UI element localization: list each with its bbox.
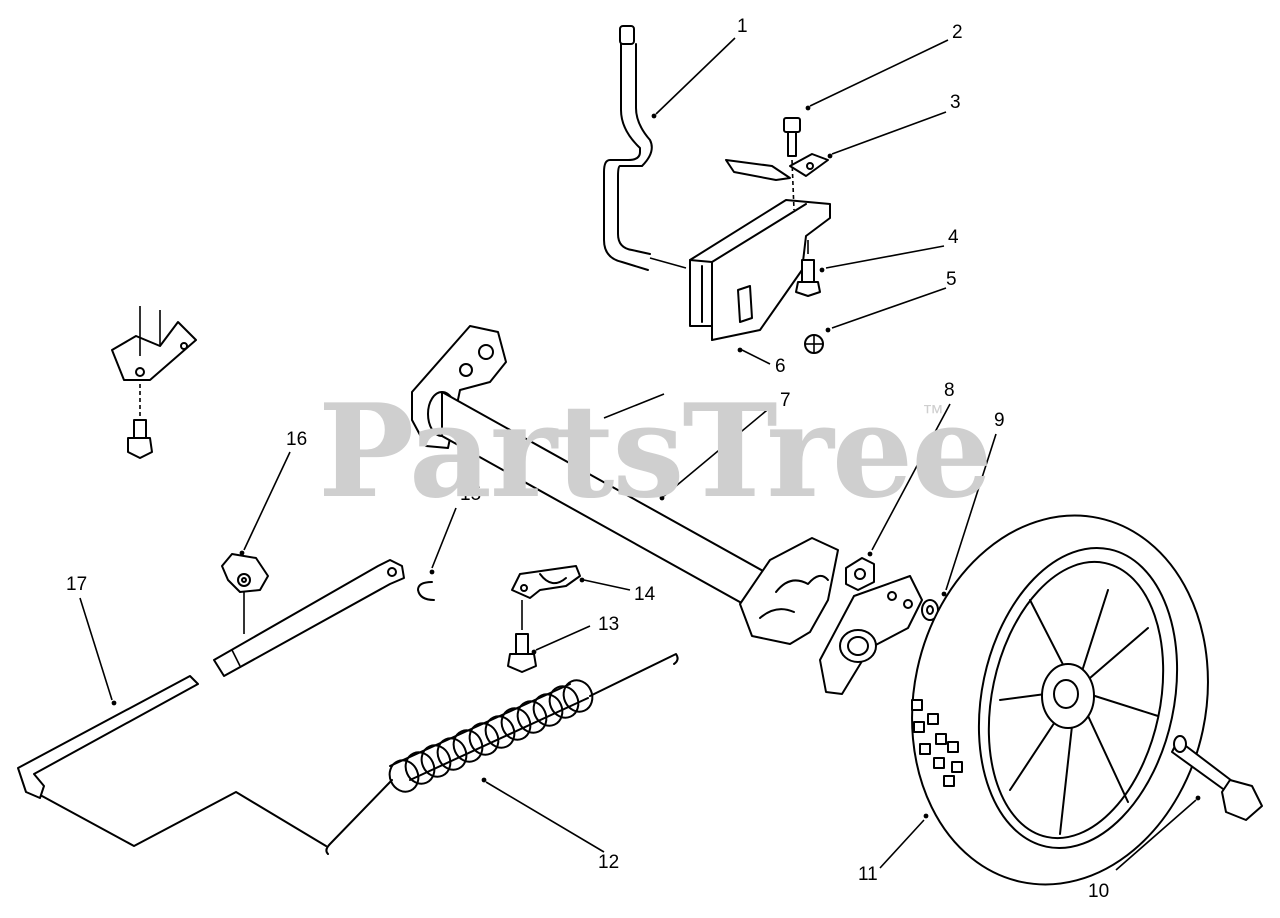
part-wheel xyxy=(911,514,1209,886)
part-washer-5 xyxy=(804,334,824,354)
callout-7: 7 xyxy=(780,390,791,411)
leader-lines xyxy=(79,37,1197,871)
callout-13: 13 xyxy=(598,614,619,635)
part-clip-15 xyxy=(417,581,435,601)
callout-3: 3 xyxy=(950,92,961,113)
part-bracket xyxy=(689,199,831,341)
part-screw-13 xyxy=(507,600,537,673)
watermark-logo: PartsTree xyxy=(318,377,993,527)
callout-1: 1 xyxy=(737,16,748,37)
part-axle xyxy=(411,325,923,695)
callout-4: 4 xyxy=(948,227,959,248)
part-rod xyxy=(213,559,405,677)
part-mount-plate xyxy=(111,306,197,459)
part-bracket-16 xyxy=(221,553,269,634)
callout-11: 11 xyxy=(858,864,878,885)
part-nut-8 xyxy=(845,557,875,591)
callout-8: 8 xyxy=(944,380,955,401)
part-torsion-rod xyxy=(17,675,327,847)
part-screw-2 xyxy=(783,117,801,211)
callout-9: 9 xyxy=(994,410,1005,431)
part-lever xyxy=(603,25,687,271)
callout-2: 2 xyxy=(952,22,963,43)
callout-5: 5 xyxy=(946,269,957,290)
callout-12: 12 xyxy=(598,852,619,873)
part-wheel-bolt xyxy=(1171,735,1263,821)
part-clip xyxy=(725,153,829,181)
callout-14: 14 xyxy=(634,584,656,605)
callout-6: 6 xyxy=(775,356,786,377)
part-screw-4 xyxy=(795,240,821,297)
callout-10: 10 xyxy=(1088,881,1109,902)
part-latch-14 xyxy=(511,565,581,599)
callout-labels: 1 2 3 4 5 6 7 8 9 10 11 12 13 14 15 16 1… xyxy=(66,16,1109,902)
callout-15: 15 xyxy=(460,484,481,505)
leader-dots xyxy=(111,105,1201,819)
part-spring xyxy=(325,653,679,855)
callout-17: 17 xyxy=(66,574,87,595)
watermark-trademark: ™ xyxy=(922,400,944,425)
callout-16: 16 xyxy=(286,429,307,450)
